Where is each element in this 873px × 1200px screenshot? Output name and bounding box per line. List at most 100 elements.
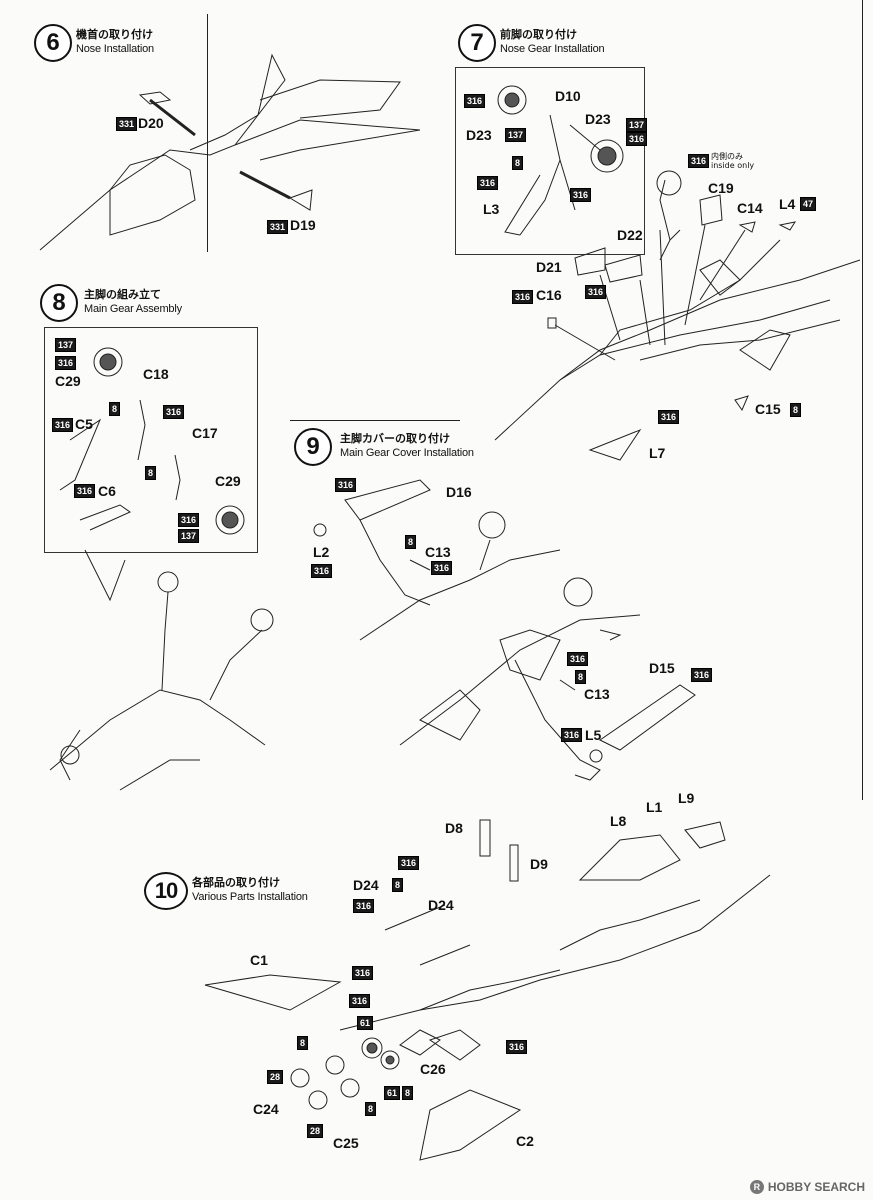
color-badge: 47 xyxy=(800,197,817,211)
color-badge: 316 xyxy=(477,176,499,190)
part-label-d20: D20 xyxy=(138,115,164,131)
step-7-number: 7 xyxy=(458,24,496,62)
color-badge: 316 xyxy=(512,290,534,304)
part-label-c16: C16 xyxy=(536,287,562,303)
color-badge: 316 xyxy=(464,94,486,108)
color-badge: 316 xyxy=(626,132,648,146)
part-label-c6: C6 xyxy=(98,483,116,499)
part-label-l9: L9 xyxy=(678,790,695,806)
step-6-title: 機首の取り付け Nose Installation xyxy=(76,28,154,56)
part-label-l3: L3 xyxy=(483,201,500,217)
color-badge: 8 xyxy=(145,466,157,480)
color-badge: 61 xyxy=(357,1016,374,1030)
color-badge: 316 xyxy=(352,966,374,980)
color-badge: 316 xyxy=(688,154,710,168)
color-badge: 61 xyxy=(384,1086,401,1100)
part-label-d10: D10 xyxy=(555,88,581,104)
color-badge: 316 xyxy=(431,561,453,575)
part-label-l8: L8 xyxy=(610,813,627,829)
color-badge: 331 xyxy=(116,117,138,131)
color-badge: 137 xyxy=(626,118,648,132)
part-label-c26: C26 xyxy=(420,1061,446,1077)
step-10-number: 10 xyxy=(144,872,188,910)
step-9-number: 9 xyxy=(294,428,332,466)
inside-only-note-en: inside only xyxy=(711,161,755,170)
color-badge: 316 xyxy=(561,728,583,742)
part-label-c29: C29 xyxy=(55,373,81,389)
step-8-title-en: Main Gear Assembly xyxy=(84,303,182,315)
step-6-title-en: Nose Installation xyxy=(76,43,154,55)
frame-divider-right xyxy=(862,0,863,800)
frame-divider-mid xyxy=(290,420,460,421)
color-badge: 8 xyxy=(109,402,121,416)
part-label-c25: C25 xyxy=(333,1135,359,1151)
part-label-d8: D8 xyxy=(445,820,463,836)
part-label-d9: D9 xyxy=(530,856,548,872)
color-badge: 8 xyxy=(405,535,417,549)
part-label-d22: D22 xyxy=(617,227,643,243)
part-label-l4: L4 xyxy=(779,196,796,212)
step-7-title-jp: 前脚の取り付け xyxy=(500,28,577,41)
step-6-number: 6 xyxy=(34,24,72,62)
hobby-search-watermark: R HOBBY SEARCH xyxy=(749,1180,865,1194)
color-badge: 316 xyxy=(585,285,607,299)
part-label-d24: D24 xyxy=(353,877,379,893)
part-label-l5: L5 xyxy=(585,727,602,743)
color-badge: 28 xyxy=(267,1070,284,1084)
part-label-c13: C13 xyxy=(425,544,451,560)
inside-only-note: 内側のみ inside only xyxy=(711,152,754,170)
step-7-title: 前脚の取り付け Nose Gear Installation xyxy=(500,28,605,56)
color-badge: 316 xyxy=(74,484,96,498)
color-badge: 316 xyxy=(353,899,375,913)
color-badge: 331 xyxy=(267,220,289,234)
watermark-logo-icon: R xyxy=(749,1180,764,1194)
step-8-number: 8 xyxy=(40,284,78,322)
step-7-title-en: Nose Gear Installation xyxy=(500,43,605,55)
part-label-l1: L1 xyxy=(646,799,663,815)
color-badge: 28 xyxy=(307,1124,324,1138)
main-gear-inset-box xyxy=(44,327,258,553)
part-label-c29: C29 xyxy=(215,473,241,489)
part-label-c2: C2 xyxy=(516,1133,534,1149)
part-label-d24: D24 xyxy=(428,897,454,913)
step-9-title-jp: 主脚カバーの取り付け xyxy=(340,432,450,445)
part-label-c5: C5 xyxy=(75,416,93,432)
color-badge: 137 xyxy=(178,529,200,543)
color-badge: 316 xyxy=(52,418,74,432)
color-badge: 8 xyxy=(365,1102,377,1116)
color-badge: 8 xyxy=(790,403,802,417)
color-badge: 137 xyxy=(505,128,527,142)
color-badge: 8 xyxy=(512,156,524,170)
color-badge: 8 xyxy=(297,1036,309,1050)
color-badge: 316 xyxy=(691,668,713,682)
part-label-c15: C15 xyxy=(755,401,781,417)
step-9-title: 主脚カバーの取り付け Main Gear Cover Installation xyxy=(340,432,474,460)
part-label-c1: C1 xyxy=(250,952,268,968)
color-badge: 316 xyxy=(55,356,77,370)
part-label-d16: D16 xyxy=(446,484,472,500)
color-badge: 316 xyxy=(311,564,333,578)
color-badge: 316 xyxy=(570,188,592,202)
part-label-c14: C14 xyxy=(737,200,763,216)
color-badge: 316 xyxy=(163,405,185,419)
part-label-c19: C19 xyxy=(708,180,734,196)
color-badge: 316 xyxy=(506,1040,528,1054)
inside-only-note-jp: 内側のみ xyxy=(711,152,743,161)
part-label-d19: D19 xyxy=(290,217,316,233)
part-label-c17: C17 xyxy=(192,425,218,441)
part-label-c18: C18 xyxy=(143,366,169,382)
frame-divider-left xyxy=(207,14,208,252)
color-badge: 316 xyxy=(567,652,589,666)
part-label-d23: D23 xyxy=(466,127,492,143)
color-badge: 8 xyxy=(402,1086,414,1100)
part-label-d15: D15 xyxy=(649,660,675,676)
part-label-l2: L2 xyxy=(313,544,330,560)
step-8-title-jp: 主脚の組み立て xyxy=(84,288,161,301)
color-badge: 8 xyxy=(392,878,404,892)
part-label-d23: D23 xyxy=(585,111,611,127)
step-9-title-en: Main Gear Cover Installation xyxy=(340,447,474,459)
color-badge: 8 xyxy=(575,670,587,684)
part-label-c13: C13 xyxy=(584,686,610,702)
